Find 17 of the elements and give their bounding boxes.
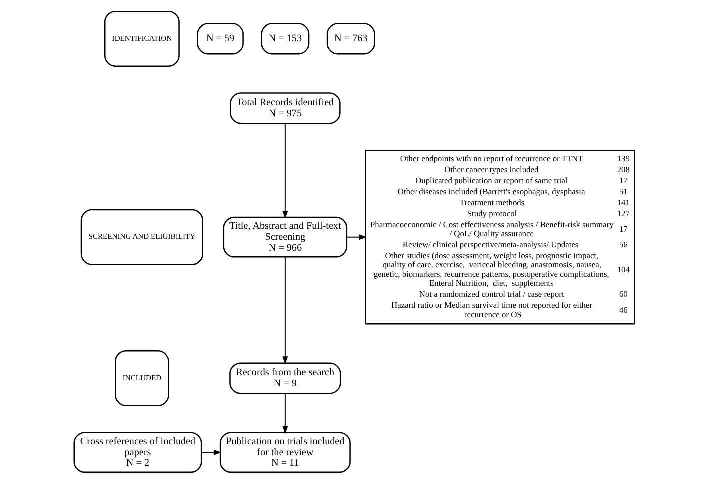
node-box: Other endpoints with no report of recurrence or TTNT 139 Other cancer types included 208 Duplicated publication or report of same trial 17 Other diseases included (Barrett's esophagus, dysphasia 51 Treatment methods 141 Study protocol 127 Pharmacoeconomic / Cost effectiveness analysis / Benefit-risk summary / QoL/ Quality assurance 17 Review/ clinical perspective/meta-analysis/ Updates 56 Other studies (dose assessment, weight loss, prognostic impact, quality of care, exercise, variceal bleeding, anastomosis, nausea, genetic, biomarkers, recurrence patterns, postoperative complications, Enteral Nutrition, diet, supplements 104 Not a randomized control trial / case report 60 Hazard ratio or Median survival time not reported for either recurrence or OS 46 xyxy=(365,150,636,325)
arrow xyxy=(282,124,288,220)
node-box: Cross references of included papers N = 2 xyxy=(74,432,202,474)
node-box: IDENTIFICATION xyxy=(104,10,180,67)
arrow xyxy=(282,394,288,434)
node-box: SCREENING AND ELIGIBILITY xyxy=(80,209,204,266)
arrow xyxy=(282,257,288,365)
node-box: Title, Abstract and Full-text Screening N = 966 xyxy=(223,216,348,258)
node-box: Total Records identified N = 975 xyxy=(230,92,341,124)
node-box: Records from the search N = 9 xyxy=(230,362,342,394)
node-box: N = 59 xyxy=(197,23,244,55)
node-box: Publication on trials included for the review N = 11 xyxy=(220,432,351,474)
node-box: N = 153 xyxy=(261,23,310,55)
node-box: INCLUDED xyxy=(115,350,170,406)
arrow xyxy=(347,234,368,240)
node-box: N = 763 xyxy=(326,23,376,55)
arrow xyxy=(202,450,222,456)
